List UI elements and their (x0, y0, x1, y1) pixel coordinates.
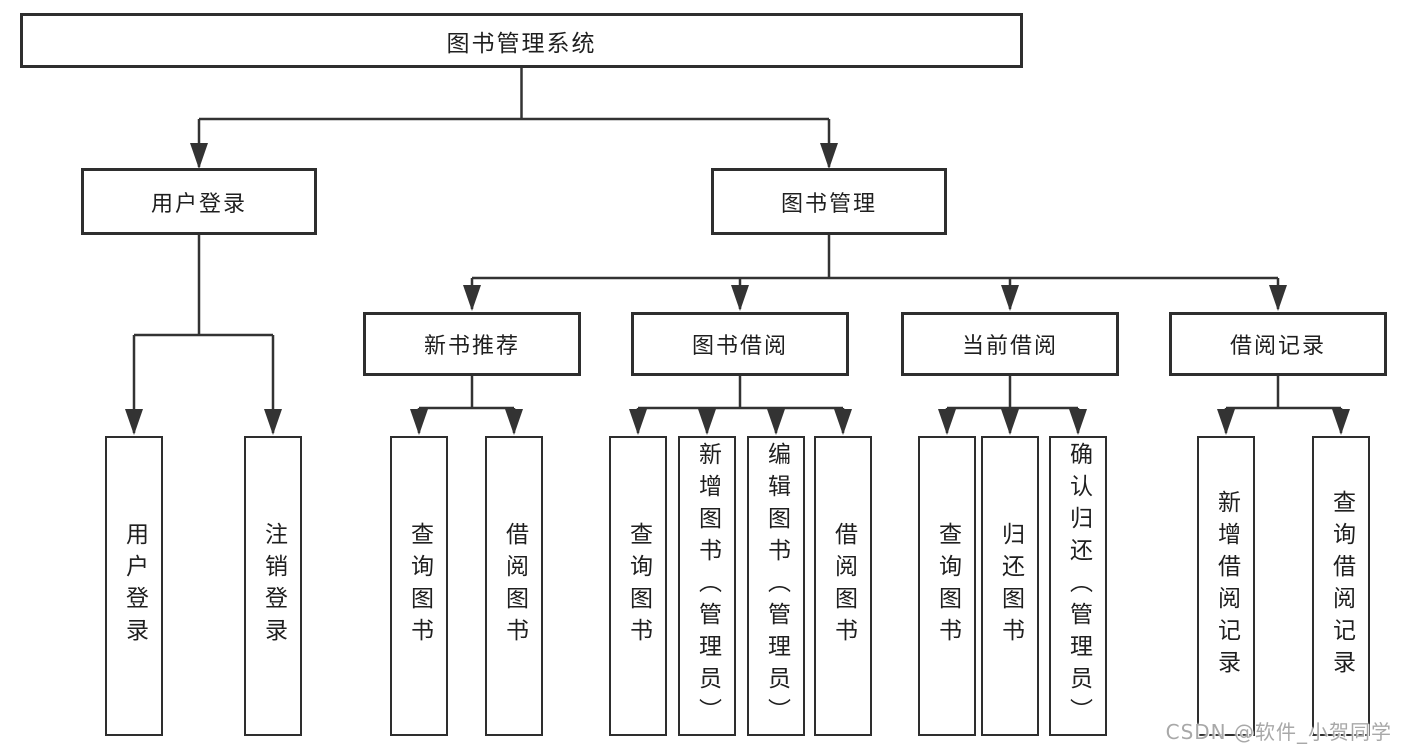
leaf-query-books-borrowing: 查询图书 (609, 436, 667, 736)
leaf-query-books-recommend-label: 查询图书 (406, 522, 433, 650)
connector-book-borrowing-tee (638, 376, 843, 410)
leaf-user-login-label: 用户登录 (121, 522, 148, 650)
node-book-management-label: 图书管理 (780, 191, 877, 217)
node-current-borrowing: 当前借阅 (901, 312, 1119, 376)
connector-current-borrowing-tee (947, 376, 1078, 410)
node-current-borrowing-label: 当前借阅 (961, 334, 1058, 359)
leaf-borrow-books-borrowing: 借阅图书 (814, 436, 872, 736)
leaf-query-borrowing-record: 查询借阅记录 (1312, 436, 1370, 736)
connector-user-login-tee (134, 235, 273, 337)
node-new-book-recommend: 新书推荐 (363, 312, 581, 376)
connector-borrowing-records-tee (1226, 376, 1341, 410)
node-root-label: 图书管理系统 (446, 30, 597, 57)
leaf-user-login: 用户登录 (105, 436, 163, 736)
node-book-borrowing-label: 图书借阅 (691, 334, 788, 359)
leaf-borrow-books-borrowing-label: 借阅图书 (830, 522, 857, 650)
connector-book-management-tee (472, 235, 1278, 280)
node-book-management: 图书管理 (711, 168, 947, 235)
leaf-edit-book-admin-label: 编辑图书（管理员） (763, 442, 790, 730)
leaf-add-borrowing-record-label: 新增借阅记录 (1213, 490, 1240, 682)
node-borrowing-records-label: 借阅记录 (1229, 334, 1326, 359)
leaf-query-borrowing-record-label: 查询借阅记录 (1328, 490, 1355, 682)
connector-new-book-recommend-tee (419, 376, 514, 410)
leaf-return-books-label: 归还图书 (997, 522, 1024, 650)
leaf-add-borrowing-record: 新增借阅记录 (1197, 436, 1255, 736)
node-new-book-recommend-label: 新书推荐 (423, 334, 520, 359)
leaf-confirm-return-admin: 确认归还（管理员） (1049, 436, 1107, 736)
leaf-return-books: 归还图书 (981, 436, 1039, 736)
leaf-borrow-books-recommend: 借阅图书 (485, 436, 543, 736)
connector-root-tee (199, 68, 829, 121)
leaf-query-books-borrowing-label: 查询图书 (625, 522, 652, 650)
leaf-query-books-recommend: 查询图书 (390, 436, 448, 736)
node-borrowing-records: 借阅记录 (1169, 312, 1387, 376)
leaf-borrow-books-recommend-label: 借阅图书 (501, 522, 528, 650)
leaf-confirm-return-admin-label: 确认归还（管理员） (1065, 442, 1092, 730)
leaf-logout-label: 注销登录 (260, 522, 287, 650)
leaf-logout: 注销登录 (244, 436, 302, 736)
leaf-query-books-current: 查询图书 (918, 436, 976, 736)
node-user-login-label: 用户登录 (150, 191, 247, 217)
leaf-edit-book-admin: 编辑图书（管理员） (747, 436, 805, 736)
node-root: 图书管理系统 (20, 13, 1023, 68)
leaf-add-book-admin-label: 新增图书（管理员） (694, 442, 721, 730)
node-user-login: 用户登录 (81, 168, 317, 235)
leaf-add-book-admin: 新增图书（管理员） (678, 436, 736, 736)
leaf-query-books-current-label: 查询图书 (934, 522, 961, 650)
watermark-text: CSDN @软件_小贺同学 (1165, 720, 1392, 744)
node-book-borrowing: 图书借阅 (631, 312, 849, 376)
